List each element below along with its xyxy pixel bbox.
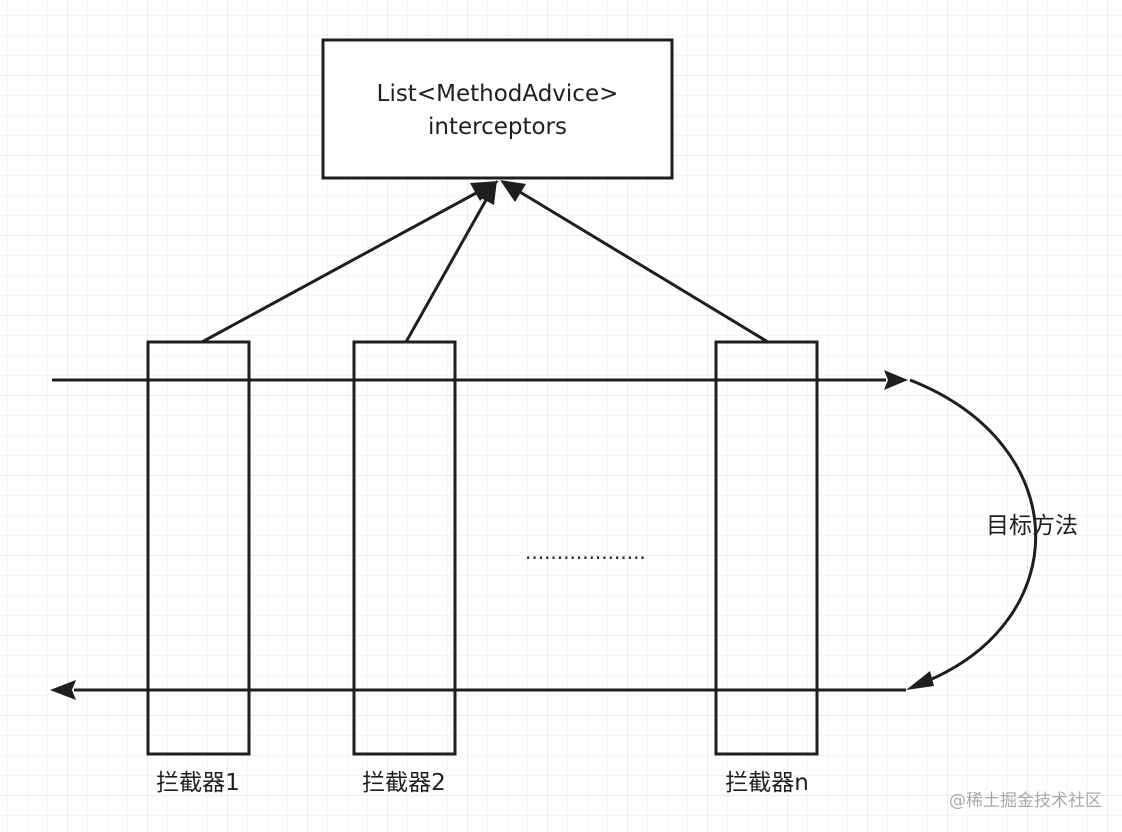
return-arrow [50,680,906,700]
interceptor-label-1: 拦截器1 [156,770,240,796]
ellipsis: ................... [525,540,646,564]
target-method-curve [906,378,1038,690]
interceptor-column-2 [352,340,457,756]
interceptor-label-2: 拦截器2 [362,770,446,796]
box-line-1: List<MethodAdvice> [376,81,619,107]
interceptors-list-label: List<MethodAdvice> interceptors [323,78,672,144]
box-line-2: interceptors [427,114,567,140]
arrow-columnn-to-box [500,180,769,344]
arrow-column2-to-box [404,180,497,343]
target-method-label: 目标方法 [986,513,1078,539]
interceptor-label-n: 拦截器n [725,770,809,796]
interceptor-column-1 [146,340,251,756]
watermark: @稀土掘金技术社区 [949,791,1102,811]
interceptors-list-box [321,38,674,180]
arrow-column1-to-box [201,181,499,344]
request-arrow [52,370,908,390]
interceptor-column-n [714,340,819,756]
